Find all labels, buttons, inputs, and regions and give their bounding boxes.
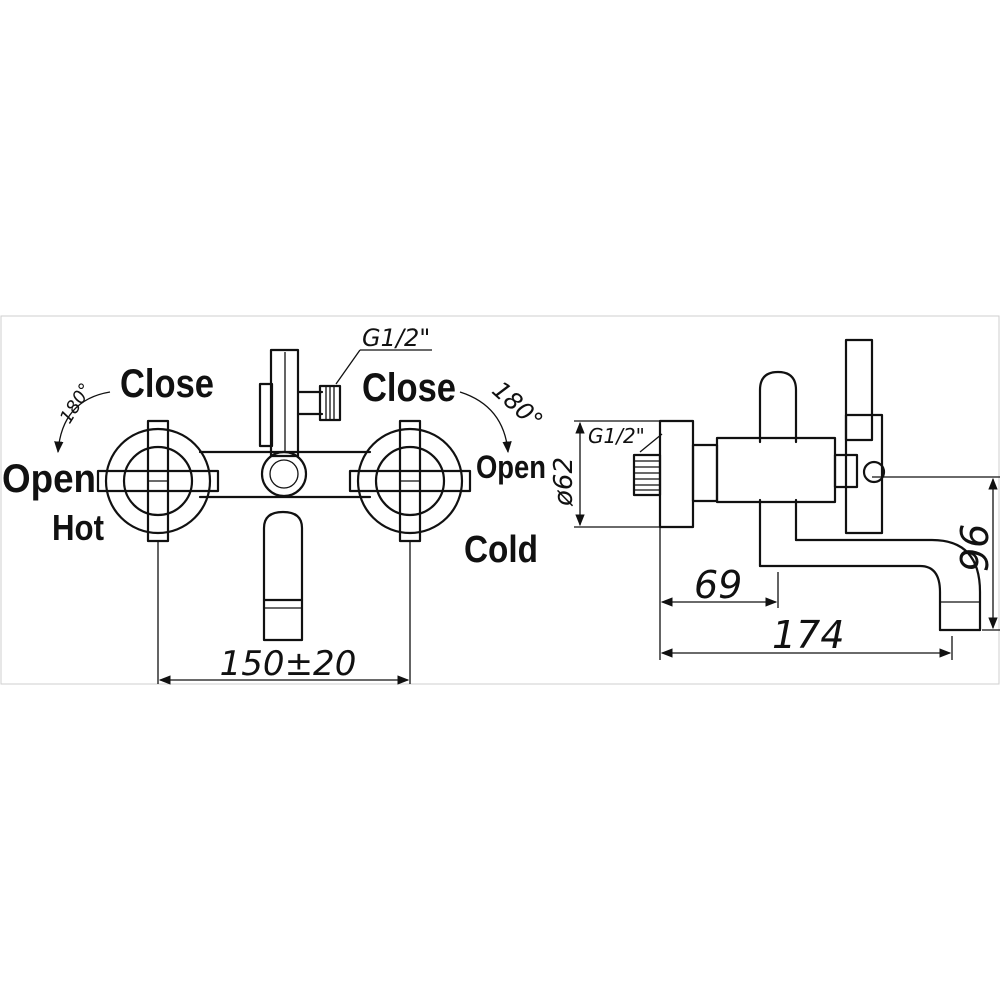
angle-right: 180° [487,376,549,435]
label-cold: Cold [464,529,538,571]
label-close-right: Close [362,366,456,410]
cold-valve-rosette [356,427,464,535]
spout-tip [262,598,304,642]
side-coupling [691,443,719,503]
diverter-column-back [258,382,274,448]
rotation-arrow-left [54,391,111,454]
hot-valve-inner-ring [122,445,194,517]
diameter-label: ø62 [549,457,579,507]
outlet-thread [325,387,335,419]
angle-left: 180° [56,379,97,427]
dim-69-label: 69 [694,563,742,607]
spout-body [262,510,304,602]
dim-174-label: 174 [772,613,845,657]
rotation-arrow-right [459,391,512,454]
label-hot: Hot [52,507,104,548]
side-thread [632,453,662,497]
hot-valve-rosette [104,427,212,535]
side-view: G1/2" ø62 69 174 96 [549,338,1000,660]
side-handle-knob [862,460,886,484]
thread-label-side: G1/2" [588,424,645,448]
cold-valve-inner-ring [374,445,446,517]
drawing-frame [0,315,1000,685]
dim-96-label: 96 [953,524,997,572]
label-open-right: Open [476,449,546,485]
side-upper-arm [758,370,798,444]
hot-valve [96,419,220,543]
side-handle-upper [844,338,874,442]
hot-handle-horizontal [96,469,220,493]
cold-valve [348,419,472,543]
cold-handle-horizontal [348,469,472,493]
label-close-left: Close [120,362,214,406]
label-open-left: Open [2,457,96,501]
thread-label-front: G1/2" [362,324,430,352]
wall-flange [658,419,695,529]
side-main-body [715,436,837,504]
side-spout-inner [758,564,942,632]
side-handle-lower [844,413,884,535]
front-view: 150±20 G1/2" Close Close Open Open Hot C… [2,324,549,685]
outlet-nut [318,384,342,422]
thread-leader-side [639,433,663,453]
thread-leader-front [335,349,361,385]
center-body-circle [260,450,308,498]
side-spout-outer [794,538,982,632]
width-dimension: 150±20 [220,644,357,684]
side-thread-lines [634,460,660,491]
center-body-inner [269,459,299,489]
